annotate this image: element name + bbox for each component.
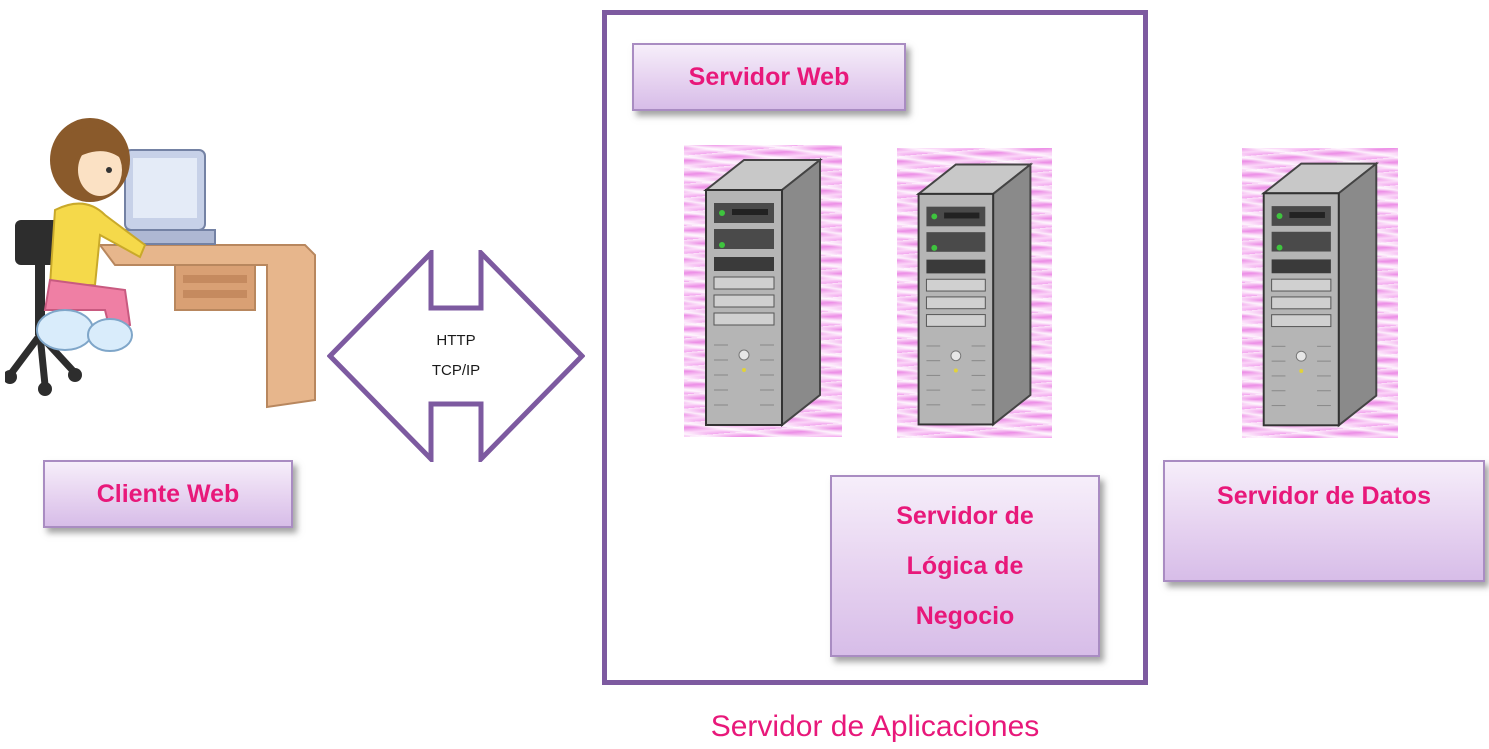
server-tower-icon — [915, 162, 1034, 427]
application-server-frame — [602, 10, 1148, 685]
client-web-label-text: Cliente Web — [96, 479, 240, 508]
protocol-http: HTTP — [436, 332, 476, 349]
protocol-tcpip: TCP/IP — [431, 362, 481, 379]
logic-server-label-line2: Lógica de — [906, 552, 1024, 580]
server-tower-icon — [1260, 161, 1380, 428]
logic-server-label-line3: Negocio — [915, 602, 1015, 630]
data-server-label: Servidor de Datos — [1163, 460, 1485, 582]
data-server-tile — [1242, 148, 1398, 438]
double-arrow-icon — [326, 246, 586, 466]
application-server-caption: Servidor de Aplicaciones — [710, 710, 1040, 743]
logic-server-tile — [897, 148, 1052, 438]
logic-server-label: Servidor de Lógica de Negocio — [830, 475, 1100, 657]
logic-server-label-line1: Servidor de — [896, 502, 1034, 530]
web-server-label-text: Servidor Web — [688, 62, 850, 91]
data-server-label-text: Servidor de Datos — [1217, 482, 1431, 510]
web-server-label: Servidor Web — [632, 43, 906, 111]
protocol-arrow: HTTP TCP/IP — [326, 246, 586, 466]
client-web-label: Cliente Web — [43, 460, 293, 528]
person-at-computer-icon — [3, 118, 316, 409]
web-server-tile — [684, 145, 842, 437]
client-illustration — [3, 115, 325, 415]
server-tower-icon — [703, 157, 823, 428]
